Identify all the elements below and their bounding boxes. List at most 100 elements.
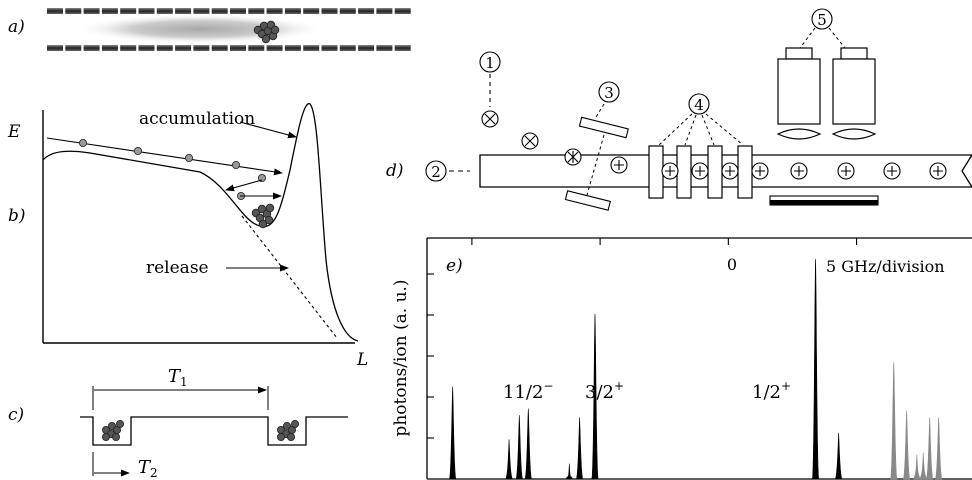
accumulation-label: accumulation <box>139 109 255 129</box>
marker-5-label: 5 <box>817 11 827 29</box>
electrode-segment <box>47 8 63 14</box>
x-axis-label-L: L <box>356 350 368 370</box>
electrode-segment <box>376 45 393 51</box>
spectrum-y-ticks <box>427 273 434 439</box>
y-axis-label-E: E <box>7 122 21 142</box>
electrode-segment <box>211 8 228 14</box>
electrode-segment <box>321 45 338 51</box>
annotation-11-2: 11/2− <box>503 379 553 403</box>
spectrum-peak-11 <box>913 454 921 480</box>
marker-3-dash <box>595 103 605 118</box>
electrode-segment <box>120 45 137 51</box>
electrode-segment <box>230 45 246 51</box>
spectrum-peak-9 <box>890 362 898 480</box>
electrode-segment <box>120 8 137 14</box>
ion-bunch-c1 <box>102 419 125 441</box>
electrode-segment <box>211 45 228 51</box>
electrode-segment <box>321 8 338 14</box>
ion-bunch-b <box>251 203 275 229</box>
electrode-segment <box>284 45 301 51</box>
x-tick-label-0: 0 <box>727 255 737 274</box>
electrode-segment <box>101 8 118 14</box>
spectrum-x-ticks <box>471 238 858 245</box>
marker-1 <box>479 51 501 73</box>
ion-trajectory-points <box>79 138 266 200</box>
trap-electrodes-bottom <box>47 45 411 51</box>
potential-curve <box>42 103 359 342</box>
t1-label: T1 <box>168 366 188 389</box>
marker-4-dashes <box>658 113 744 146</box>
electrode-segment <box>248 8 265 14</box>
electrode-segment <box>138 8 155 14</box>
electrode-segment <box>175 8 192 14</box>
ion-bunch-c2 <box>276 419 299 441</box>
panel-d-label: d) <box>386 161 404 181</box>
spectrum-peak-7 <box>811 258 820 480</box>
photomultiplier-left <box>776 47 822 140</box>
release-label: release <box>146 258 209 278</box>
spectrum-peak-4 <box>565 463 573 480</box>
electrode-segment <box>83 8 100 14</box>
marker-4 <box>688 93 710 115</box>
electrode-segment <box>394 8 411 14</box>
electrode-segment <box>266 45 283 51</box>
panel-c-label: c) <box>8 405 24 425</box>
electrode-segment <box>358 8 375 14</box>
electrode-segment <box>175 45 192 51</box>
trap-electrodes-top <box>47 8 411 14</box>
spectrum-peaks <box>449 258 943 480</box>
accumulation-arrow <box>239 121 297 139</box>
laser-path-dashed <box>586 134 605 196</box>
spectrum-peak-5 <box>575 417 584 480</box>
spectrum-peak-14 <box>935 417 943 480</box>
panel-a-label: a) <box>8 17 25 37</box>
electrode-segment <box>47 45 63 51</box>
electrode-segment <box>339 8 356 14</box>
electrode-segment <box>394 45 411 51</box>
spectrum-peak-2 <box>515 415 523 480</box>
panel-b-label: b) <box>8 206 26 226</box>
annotation-1-2: 1/2+ <box>752 379 791 403</box>
marker-2-label: 2 <box>431 163 441 181</box>
electrode-segment <box>156 8 173 14</box>
electrode-segment <box>101 45 118 51</box>
panel-a: a) <box>8 8 411 51</box>
spectrum-peak-0 <box>449 386 457 480</box>
foil-bottom <box>564 190 611 211</box>
electrode-segment <box>284 8 301 14</box>
electrode-segment <box>303 45 320 51</box>
foil-top <box>578 116 629 139</box>
detector-plate-fill <box>770 200 878 205</box>
marker-4-label: 4 <box>694 96 704 114</box>
spectrum-peak-10 <box>902 410 911 480</box>
t2-label: T2 <box>138 457 158 480</box>
spectrum-peak-12 <box>919 452 927 480</box>
x-axis-note: 5 GHz/division <box>826 257 945 276</box>
electrode-segment <box>266 8 283 14</box>
electrode-segment <box>193 45 210 51</box>
marker-3-label: 3 <box>604 84 614 102</box>
electrode-segment <box>230 8 246 14</box>
electrode-segment <box>303 8 320 14</box>
annotation-3-2: 3/2+ <box>585 379 624 403</box>
ion-bunch-a <box>253 20 280 44</box>
spectrum-peak-8 <box>835 432 843 480</box>
panel-e: photons/ion (a. u.) e) 0 5 GHz/division … <box>391 237 972 480</box>
electrodes-4 <box>648 145 753 199</box>
panel-c: c) T1 T2 <box>8 366 348 480</box>
release-dashed-line <box>241 215 338 339</box>
spectrum-peak-3 <box>524 408 532 480</box>
marker-5 <box>811 8 833 30</box>
ion-cloud <box>75 14 325 44</box>
electrode-segment <box>83 45 100 51</box>
neutral-atoms <box>481 110 582 166</box>
pulse-timing-line <box>80 416 348 446</box>
spectrum-peak-6 <box>591 313 599 480</box>
spectrum-peak-1 <box>505 439 513 480</box>
electrode-segment <box>65 8 82 14</box>
spectrum-peak-13 <box>926 417 934 480</box>
electrode-segment <box>358 45 375 51</box>
marker-1-label: 1 <box>485 54 495 72</box>
spectrum-y-label: photons/ion (a. u.) <box>391 279 411 436</box>
